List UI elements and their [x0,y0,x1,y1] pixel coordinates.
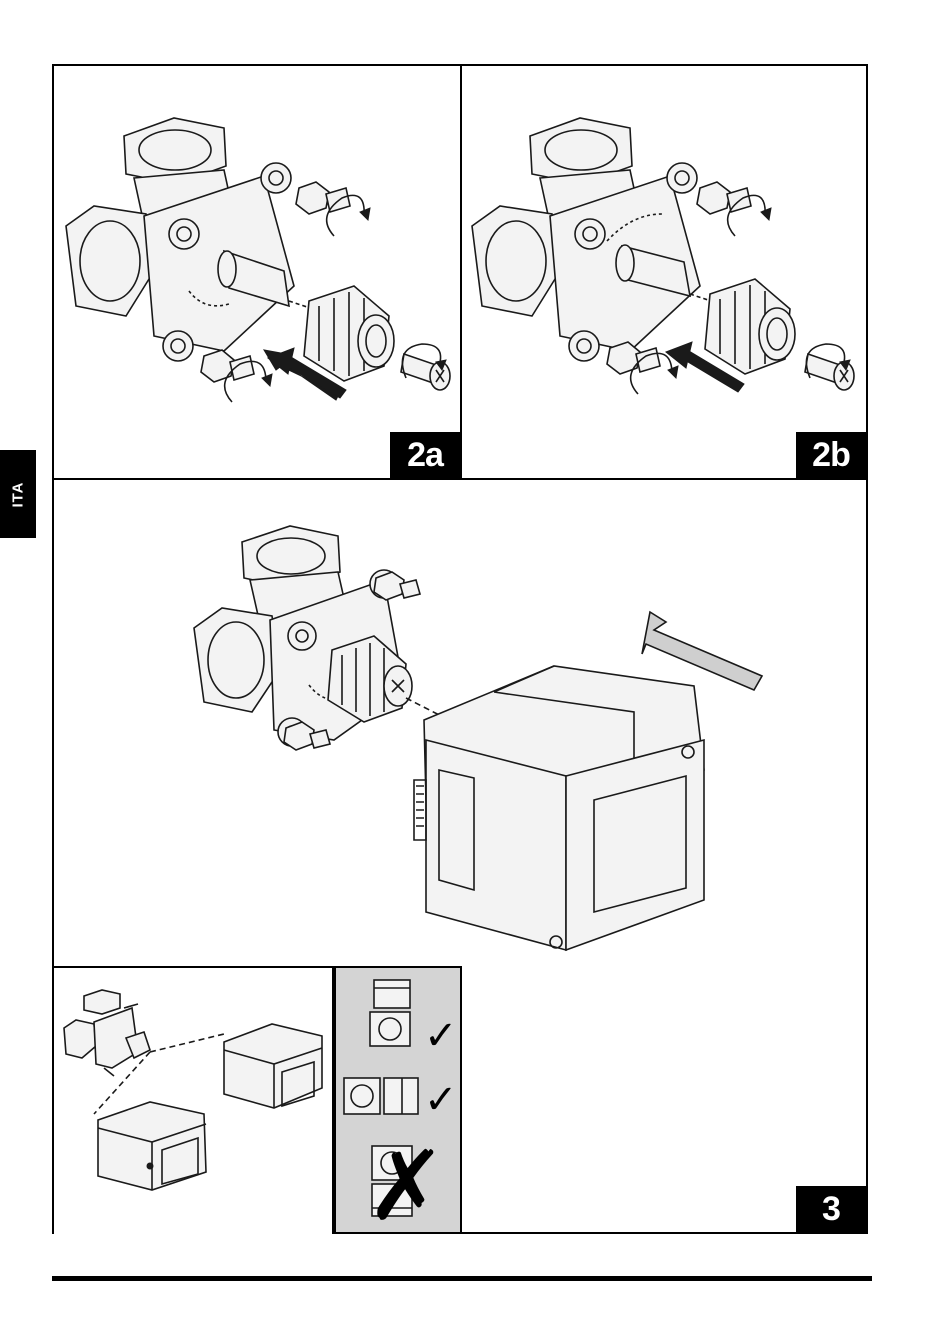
valve-assembly-illustration-2a [54,66,460,478]
installation-overview-illustration [54,968,330,1232]
panel-2b-label: 2b [796,432,866,478]
actuator-mounting-illustration [54,480,866,970]
panel-2a: 2a [52,64,462,480]
panel-3-label: 3 [796,1186,866,1232]
page-footer-rule [52,1276,872,1281]
orientation-guide: ✓ ✓ ✗ [334,966,462,1232]
orientation-mark-2: ✓ [424,1080,458,1120]
language-tab: ITA [0,450,36,538]
panel-3: ✓ ✓ ✗ 3 [52,478,868,1234]
language-tab-text: ITA [10,481,27,507]
orientation-mark-1: ✓ [424,1016,458,1056]
panel-2b: 2b [460,64,868,480]
orientation-mark-3: ✗ [366,1138,446,1234]
panel-2a-label: 2a [390,432,460,478]
installation-overview-inset [54,966,334,1234]
valve-assembly-illustration-2b [462,66,866,478]
